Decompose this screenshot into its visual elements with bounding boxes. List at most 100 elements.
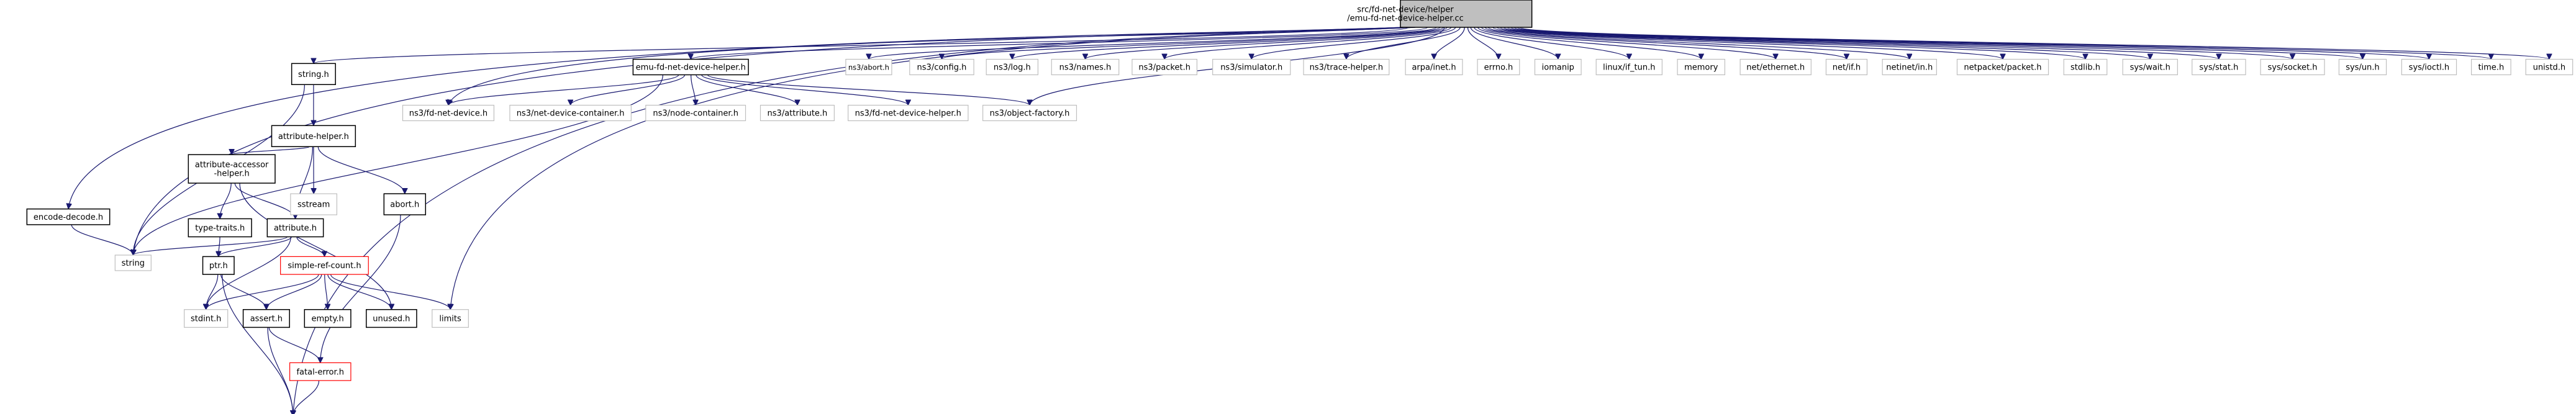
node-net-if: net/if.h (1825, 58, 1868, 76)
edge-root-to-sys-ioctl (1513, 27, 2429, 60)
node-ns3-object-factory: ns3/object-factory.h (982, 104, 1077, 122)
node-netinet-in: netinet/in.h (1882, 58, 1937, 76)
node-label: string.h (298, 70, 329, 79)
node-label: ns3/log.h (994, 63, 1031, 73)
edge-root-to-netpacket-packet (1492, 27, 2003, 60)
node-box (645, 104, 746, 122)
edge-emu-helper-to-string (133, 74, 663, 256)
node-label: empty.h (311, 315, 343, 324)
edge-assert-h-to-iostream (267, 327, 293, 414)
node-label: simple-ref-count.h (288, 261, 361, 271)
node-label: encode-decode.h (34, 213, 103, 222)
edge-encode-decode-to-string (71, 224, 133, 256)
node-label: iomanip (1542, 63, 1574, 73)
edge-root-to-errno-h (1467, 27, 1499, 60)
node-label: net/ethernet.h (1746, 63, 1805, 73)
node-attribute-accessor-helper[interactable]: attribute-accessor-helper.h (188, 154, 276, 184)
edge-root-to-stdlib-h (1497, 27, 2085, 60)
node-ns3-net-device-container: ns3/net-device-container.h (509, 104, 632, 122)
node-box (1400, 0, 1533, 28)
node-ns3-fd-net-device-helper: ns3/fd-net-device-helper.h (848, 104, 969, 122)
edge-type-traits-to-ptr-h (219, 236, 220, 257)
node-fatal-error[interactable]: fatal-error.h (289, 362, 351, 381)
node-string-h[interactable]: string.h (291, 63, 336, 85)
node-box (1882, 58, 1937, 76)
edge-root-to-encode-decode (68, 27, 1405, 209)
node-label: sys/ioctl.h (2409, 63, 2449, 73)
edge-attribute-helper-to-abort-h (317, 146, 405, 194)
node-box (304, 308, 351, 328)
edge-root-to-net-if (1484, 27, 1846, 60)
node-sys-socket: sys/socket.h (2260, 58, 2325, 76)
node-netpacket-packet: netpacket/packet.h (1956, 58, 2049, 76)
edge-attribute-accessor-helper-to-unused-h (239, 183, 391, 310)
node-box (114, 254, 152, 271)
edge-attribute-h-to-simple-ref-count (296, 236, 325, 257)
node-string: string (114, 254, 152, 271)
node-abort-h[interactable]: abort.h (383, 193, 427, 215)
node-label: netpacket/packet.h (1964, 63, 2041, 73)
node-label: sys/wait.h (2130, 63, 2170, 73)
edge-root-to-memory (1477, 27, 1701, 60)
node-box (2470, 58, 2511, 76)
edge-abort-h-to-fatal-error (320, 215, 401, 362)
edge-attribute-helper-to-attribute-accessor-helper (232, 146, 310, 155)
edge-simple-ref-count-to-empty-h (324, 274, 328, 310)
node-ns3-config: ns3/config.h (909, 58, 974, 76)
node-limits: limits (432, 309, 469, 328)
node-box (291, 63, 336, 85)
node-memory: memory (1677, 58, 1726, 76)
node-box (290, 193, 338, 215)
node-empty-h[interactable]: empty.h (304, 308, 351, 328)
node-root[interactable]: src/fd-net-device/helper/emu-fd-net-devi… (1347, 0, 1533, 28)
node-label: limits (439, 315, 461, 324)
edge-attribute-h-to-stdint-h (206, 236, 291, 310)
edge-simple-ref-count-to-stdint-h (206, 274, 319, 310)
node-attribute-h[interactable]: attribute.h (266, 218, 324, 238)
node-box (280, 256, 369, 275)
node-box (760, 104, 835, 122)
edge-root-to-ns3-log (1012, 27, 1444, 60)
node-box (2525, 58, 2574, 76)
node-label: linux/if_tun.h (1603, 63, 1655, 73)
node-ns3-abort: ns3/abort.h (845, 58, 892, 76)
node-type-traits[interactable]: type-traits.h (188, 218, 252, 238)
node-label: ns3/simulator.h (1220, 63, 1282, 73)
node-encode-decode[interactable]: encode-decode.h (26, 208, 111, 225)
node-label: fatal-error.h (296, 367, 344, 377)
node-label: unused.h (373, 315, 410, 324)
node-label: assert.h (250, 315, 283, 324)
node-label: ns3/config.h (917, 63, 967, 73)
node-label: ns3/abort.h (848, 63, 889, 72)
edge-simple-ref-count-to-assert-h (266, 274, 322, 310)
edge-root-to-sys-un (1510, 27, 2362, 60)
edge-root-to-unistd-h (1520, 27, 2549, 60)
node-box (1477, 58, 1520, 76)
node-box (383, 193, 427, 215)
node-label: ns3/trace-helper.h (1310, 63, 1384, 73)
node-box (1051, 58, 1120, 76)
node-ns3-attribute: ns3/attribute.h (760, 104, 835, 122)
edge-emu-helper-to-ns3-node-container (691, 74, 696, 106)
node-box (1212, 58, 1291, 76)
node-assert-h[interactable]: assert.h (242, 308, 290, 328)
edge-root-to-ns3-config (941, 27, 1441, 60)
edge-emu-helper-to-ns3-fd-net-device (448, 74, 679, 106)
node-simple-ref-count[interactable]: simple-ref-count.h (280, 256, 369, 275)
node-box (2063, 58, 2108, 76)
edge-attribute-h-to-string (133, 236, 288, 256)
node-stdint-h: stdint.h (184, 309, 229, 328)
node-label: string (122, 259, 145, 268)
node-ns3-packet: ns3/packet.h (1132, 58, 1198, 76)
edge-root-to-arpa-inet (1434, 27, 1465, 60)
edge-emu-helper-to-ns3-attribute (696, 74, 797, 106)
node-box (402, 104, 495, 122)
node-box (909, 58, 974, 76)
node-unused-h[interactable]: unused.h (366, 308, 417, 328)
nodes-layer: src/fd-net-device/helper/emu-fd-net-devi… (26, 0, 2574, 381)
node-ptr-h[interactable]: ptr.h (202, 256, 235, 275)
node-emu-helper[interactable]: emu-fd-net-device-helper.h (632, 58, 749, 76)
edges-layer (68, 27, 2549, 414)
node-label: sys/socket.h (2267, 63, 2317, 73)
node-attribute-helper[interactable]: attribute-helper.h (271, 125, 356, 147)
